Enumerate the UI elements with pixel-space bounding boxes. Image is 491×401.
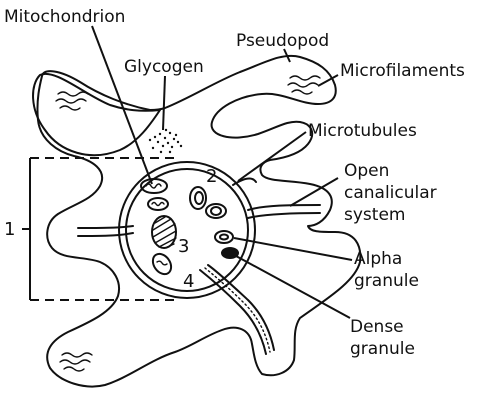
ocs-channel-right-inner	[248, 213, 320, 218]
label-open-line1: Open	[344, 161, 389, 181]
label-dense-line2: granule	[350, 339, 415, 359]
mitochondria-group	[141, 179, 175, 278]
glycogen-dots	[149, 129, 182, 153]
ocs-channel-right	[248, 205, 320, 210]
label-pseudopod: Pseudopod	[236, 31, 329, 51]
label-glycogen: Glycogen	[124, 57, 204, 77]
ocs-channel-left-inner	[78, 233, 133, 236]
leader-microtubules	[238, 132, 306, 181]
label-alpha-line2: granule	[354, 271, 419, 291]
label-microtubules: Microtubules	[308, 121, 417, 141]
ocs-channel-bottom-inner	[200, 270, 266, 354]
granules-group	[152, 187, 239, 259]
mitochondrion-organelle	[148, 198, 168, 210]
ocs-channel-bottom-dots	[205, 268, 270, 352]
leader-mitochondrion	[92, 26, 152, 184]
number-1: 1	[4, 219, 15, 240]
label-mitochondrion: Mitochondrion	[4, 7, 125, 27]
platelet-membrane	[37, 56, 360, 387]
ring-notch	[233, 178, 256, 185]
label-dense-line1: Dense	[350, 317, 404, 337]
number-2: 2	[206, 166, 217, 187]
label-alpha-line1: Alpha	[354, 249, 402, 269]
platelet-outline	[33, 74, 160, 155]
leader-dense-granule	[236, 256, 350, 318]
leader-glycogen	[163, 76, 165, 130]
number-4: 4	[183, 271, 194, 292]
alpha-granule-shape	[215, 231, 233, 243]
number-3: 3	[178, 236, 189, 257]
ocs-channel-left	[78, 226, 133, 228]
label-microfilaments: Microfilaments	[340, 61, 465, 81]
microfilaments-squiggles	[56, 76, 320, 371]
label-open-line2: canalicular	[344, 183, 437, 203]
label-open-line3: system	[344, 205, 405, 225]
